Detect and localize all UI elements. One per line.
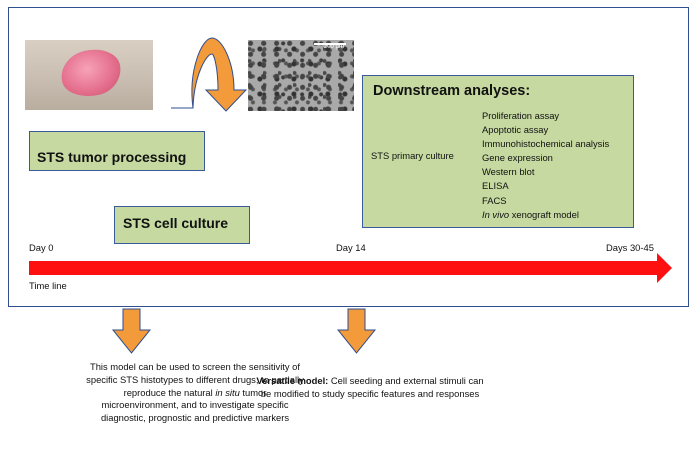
timeline-arrow — [29, 253, 672, 283]
caption-right-bold: Versatile model: — [256, 375, 329, 386]
caption-drug-screening: This model can be used to screen the sen… — [85, 361, 305, 425]
cell-culture-label: STS cell culture — [123, 215, 229, 231]
timeline-label: Time line — [29, 280, 67, 291]
analysis-item-italic: In vivo — [482, 208, 510, 220]
analysis-list: Proliferation assay Apoptotic assay Immu… — [482, 109, 609, 222]
down-arrow-left — [111, 308, 152, 354]
day-0-label: Day 0 — [29, 242, 54, 253]
tumor-tissue-photo — [25, 40, 153, 110]
caption-versatile-model: Versatile model: Cell seeding and extern… — [250, 375, 490, 401]
downstream-analyses-box: Downstream analyses: STS primary culture… — [362, 75, 634, 228]
diagram-frame — [8, 7, 689, 307]
scale-bar-label: 200 µm — [323, 44, 344, 50]
caption-right-text: Cell seeding and external stimuli can be… — [260, 375, 484, 399]
caption-left-italic: in situ — [215, 386, 240, 398]
day-14-label: Day 14 — [336, 242, 366, 253]
caption-left-text: This model can be used to screen the sen… — [86, 361, 304, 398]
down-arrow-right — [336, 308, 377, 354]
analysis-item: Apoptotic assay — [482, 124, 549, 136]
caption-left-text-end: tumor microenvironment, and to investiga… — [100, 386, 290, 424]
sts-primary-culture-label: STS primary culture — [371, 150, 454, 161]
cell-culture-box: STS cell culture — [114, 206, 250, 244]
day-end-label: Days 30-45 — [606, 242, 654, 253]
analysis-item: Gene expression — [482, 152, 553, 164]
curved-process-arrow — [171, 37, 248, 112]
scale-bar — [314, 43, 346, 45]
cell-culture-micrograph: 200 µm — [248, 40, 354, 111]
analysis-item: Western blot — [482, 166, 535, 178]
analysis-item: FACS — [482, 194, 507, 206]
analysis-item: Immunohistochemical analysis — [482, 138, 610, 150]
tumor-processing-box: STS tumor processing — [29, 131, 205, 171]
analysis-item: Proliferation assay — [482, 110, 560, 121]
tumor-processing-label: STS tumor processing — [37, 149, 187, 165]
downstream-title: Downstream analyses: — [373, 83, 531, 99]
analysis-item: In vivo xenograft model — [482, 208, 609, 222]
analysis-item-rest: xenograft model — [509, 208, 579, 220]
analysis-item: ELISA — [482, 180, 509, 192]
